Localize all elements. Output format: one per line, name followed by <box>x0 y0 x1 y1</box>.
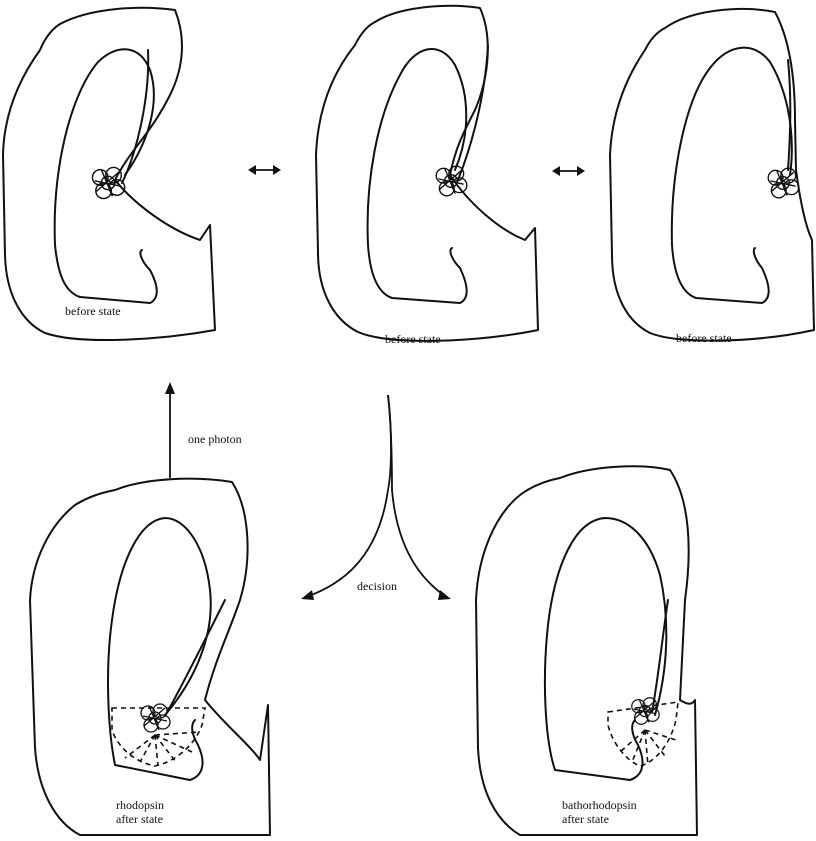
equilibrium-arrow-2 <box>552 166 585 176</box>
protein-top-right: before state <box>610 9 814 345</box>
protein-bottom-left: rhodopsin after state <box>30 479 270 835</box>
protein-outline-outer <box>30 479 270 835</box>
decision-label: decision <box>357 579 397 593</box>
panel-label-line1: rhodopsin <box>116 798 164 812</box>
panel-label-line2: after state <box>116 812 163 826</box>
protein-outline-inner <box>672 48 792 303</box>
panel-label: before state <box>65 304 121 318</box>
decision-fork: decision <box>301 395 451 600</box>
protein-outline-inner <box>545 518 666 780</box>
protein-outline-outer <box>610 9 814 341</box>
protein-outline-outer <box>316 6 538 341</box>
protein-top-middle: before state <box>316 6 538 346</box>
protein-bottom-right: bathorhodopsin after state <box>476 466 697 835</box>
protein-top-left: before state <box>3 8 215 340</box>
panel-label: before state <box>676 331 732 345</box>
protein-outline-inner <box>108 518 211 780</box>
protein-outline-outer <box>3 8 215 340</box>
equilibrium-arrow-1 <box>248 165 281 175</box>
photon-label: one photon <box>188 432 242 446</box>
protein-outline-outer <box>476 466 697 835</box>
retinal-tether <box>165 600 225 716</box>
panel-label-line2: after state <box>562 812 609 826</box>
photon-arrow: one photon <box>165 382 242 478</box>
chromophore-icon <box>768 168 799 198</box>
panel-label-line1: bathorhodopsin <box>562 798 637 812</box>
protein-outline-inner <box>368 49 467 303</box>
chromophore-icon <box>141 704 170 732</box>
panel-label: before state <box>385 332 441 346</box>
